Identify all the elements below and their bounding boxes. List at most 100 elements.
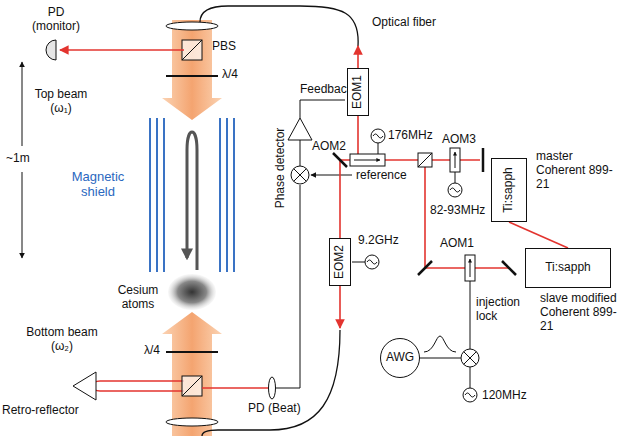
height-arrow-part [22, 172, 23, 258]
magnetic-shield-part [156, 118, 158, 272]
awg-circle: AWG [380, 338, 420, 378]
component-label: AOM1 [440, 237, 474, 251]
component-label: PBS [212, 40, 236, 54]
phase-detector-part [288, 118, 312, 140]
node-text: Ti:sapph [545, 261, 591, 275]
optical-fiber-part [202, 330, 340, 436]
frequency-label: 176MHz [388, 129, 433, 143]
magnetic-shield-part [233, 118, 235, 272]
aom-boxes-part [350, 154, 385, 166]
shield-label: Magnetic shield [58, 170, 138, 200]
oscillators-part [455, 172, 456, 183]
laser-beams [340, 46, 509, 328]
atoms-label: Cesium atoms [112, 284, 164, 312]
top-beam [162, 20, 222, 120]
oscillators-part [371, 129, 385, 143]
fiber-label: Optical fiber [372, 16, 436, 30]
rf-mixer-part [464, 352, 477, 365]
top-optics-part [60, 49, 184, 51]
rf-mixer-part [470, 281, 471, 349]
eom-box: EOM1 [347, 68, 369, 116]
beam-connector [509, 222, 568, 248]
node-text: EOM1 [351, 75, 365, 109]
node-text: AWG [386, 351, 414, 365]
frequency-label: 82-93MHz [430, 204, 485, 218]
component-label: PD (Beat) [248, 402, 301, 416]
bottom-optics-part [276, 185, 300, 388]
node-text: Ti:sapph [502, 167, 516, 213]
rf-mixer-part [464, 352, 477, 365]
signal-label: Feedback [300, 83, 353, 97]
top-optics-part [182, 40, 202, 60]
oscillators-part [367, 260, 377, 264]
laser-label: master Coherent 899-21 [536, 150, 616, 191]
oscillators [352, 129, 477, 402]
bottom-optics-part [182, 376, 202, 396]
bottom-optics-part [202, 387, 268, 389]
dimension-label: ~1m [6, 152, 30, 166]
component-label: AOM3 [442, 133, 476, 147]
rf-mixer-part [461, 349, 479, 367]
signal-label: reference [356, 169, 407, 183]
height-arrow-part [22, 62, 23, 146]
aom-boxes-part [470, 259, 471, 277]
laser-beams-part [424, 167, 426, 268]
phase-detector-part [300, 100, 345, 118]
laser-box: Ti:sapph [491, 158, 527, 222]
bottom-optics-part [269, 377, 276, 399]
rf-mixer-part [419, 358, 461, 359]
component-label: λ/4 [222, 68, 238, 82]
top-optics-part [166, 75, 218, 77]
bottom-optics [73, 185, 300, 426]
node-text: EOM2 [333, 245, 347, 279]
bottom-beam-part [162, 312, 222, 436]
oscillators-part [470, 367, 471, 388]
top-beam-part [162, 20, 222, 120]
mirrors-part [418, 261, 432, 275]
aom-boxes-part [354, 160, 380, 161]
component-label: Phase detector [274, 128, 288, 209]
component-label: Retro-reflector [2, 404, 79, 418]
laser-label: slave modified Coherent 899-21 [540, 292, 618, 333]
magnetic-shield-part [226, 118, 228, 272]
aom-boxes-part [450, 148, 460, 172]
phase-detector-part [311, 175, 352, 176]
magnetic-shield [150, 118, 234, 272]
bottom-optics-part [73, 372, 96, 400]
magnetic-shield-part [219, 118, 221, 272]
component-label: PD (monitor) [26, 6, 86, 34]
phase-detector-part [291, 166, 309, 184]
atom-trajectory-part [187, 132, 197, 270]
component-label: λ/4 [144, 344, 160, 358]
mirrors-part [418, 153, 432, 167]
laser-box: Ti:sapph [525, 248, 611, 288]
oscillators-part [463, 388, 477, 402]
phase-detector [288, 100, 352, 184]
component-label: AOM2 [312, 140, 346, 154]
signal-label: injection lock [476, 296, 532, 324]
beam-label: Top beam (ω₁) [26, 88, 96, 116]
mirrors-part [333, 153, 347, 167]
atom-cloud-part [168, 274, 216, 310]
mirrors [333, 148, 516, 275]
rf-mixer-part [424, 336, 456, 352]
phase-detector-part [300, 140, 301, 166]
oscillators-part [378, 143, 379, 154]
aom-boxes-part [455, 152, 456, 168]
bottom-beam [162, 312, 222, 436]
oscillators-part [448, 183, 462, 197]
oscillators-part [465, 393, 475, 397]
oscillators-part [352, 262, 365, 263]
oscillators-part [365, 255, 379, 269]
magnetic-shield-part [149, 118, 151, 272]
phase-detector-part [294, 169, 307, 182]
eom-box: EOM2 [329, 238, 351, 286]
atom-trajectory [187, 132, 197, 270]
mirrors-part [418, 153, 432, 167]
phase-detector-part [294, 169, 307, 182]
aom-boxes-part [465, 255, 475, 281]
top-optics-part [166, 22, 218, 30]
frequency-label: 9.2GHz [358, 234, 399, 248]
